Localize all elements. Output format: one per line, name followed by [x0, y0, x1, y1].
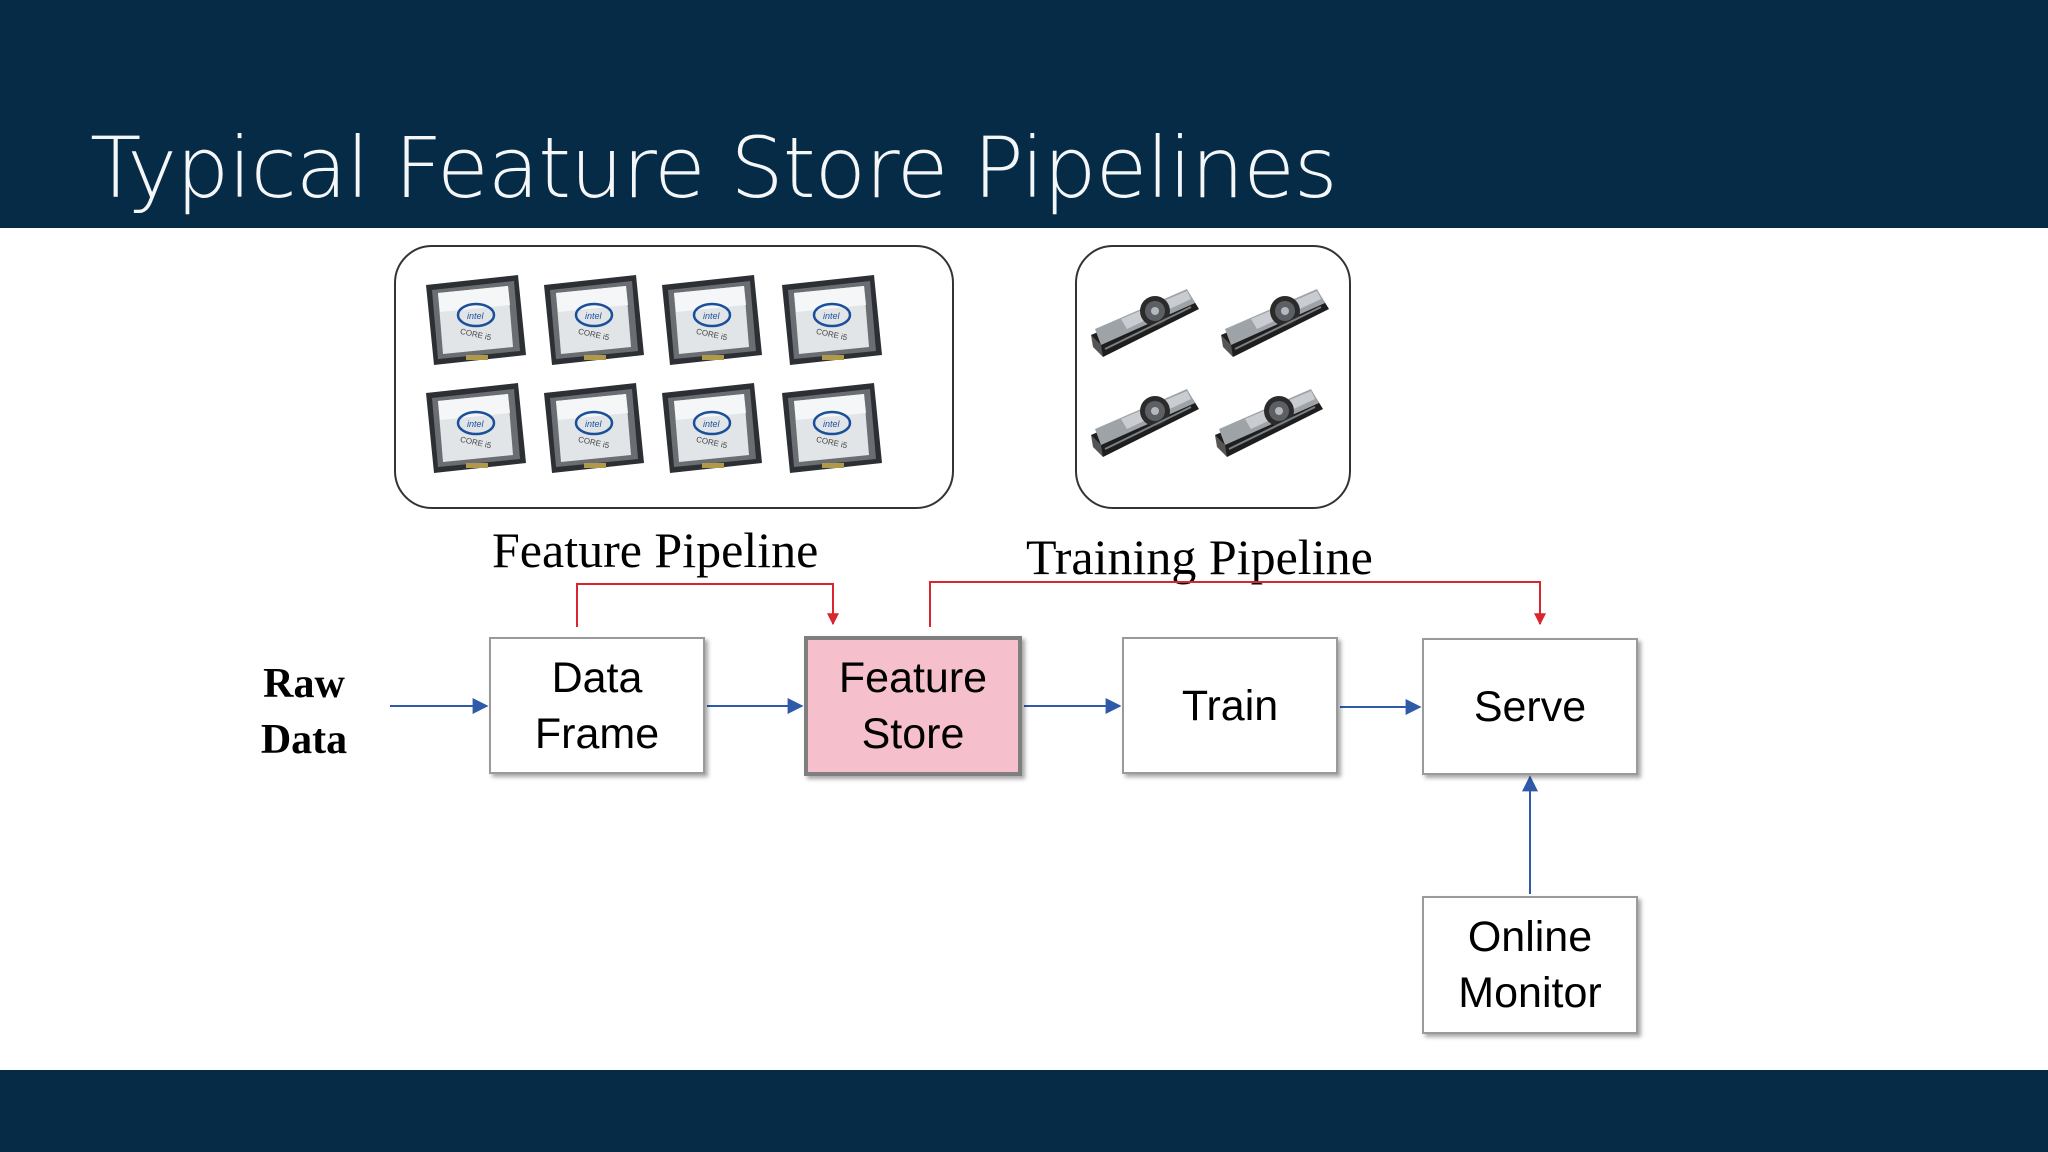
footer-bar	[0, 1070, 2048, 1152]
feature-store-node: Feature Store	[804, 636, 1022, 776]
training-pipeline-bracket	[929, 581, 1546, 627]
cpu-cluster-panel: intel CORE i5	[394, 245, 954, 509]
data-frame-node: Data Frame	[489, 637, 705, 774]
feature-pipeline-bracket	[576, 583, 839, 627]
train-node: Train	[1122, 637, 1338, 774]
title-bar: Typical Feature Store Pipelines	[0, 0, 2048, 228]
raw-data-label: Raw Data	[260, 661, 348, 763]
serve-node: Serve	[1422, 638, 1638, 775]
gpu-cluster-panel	[1075, 245, 1351, 509]
training-pipeline-label: Training Pipeline	[1026, 529, 1373, 585]
slide-title: Typical Feature Store Pipelines	[90, 119, 1338, 217]
online-monitor-node: Online Monitor	[1422, 896, 1638, 1034]
feature-pipeline-label: Feature Pipeline	[492, 522, 819, 578]
